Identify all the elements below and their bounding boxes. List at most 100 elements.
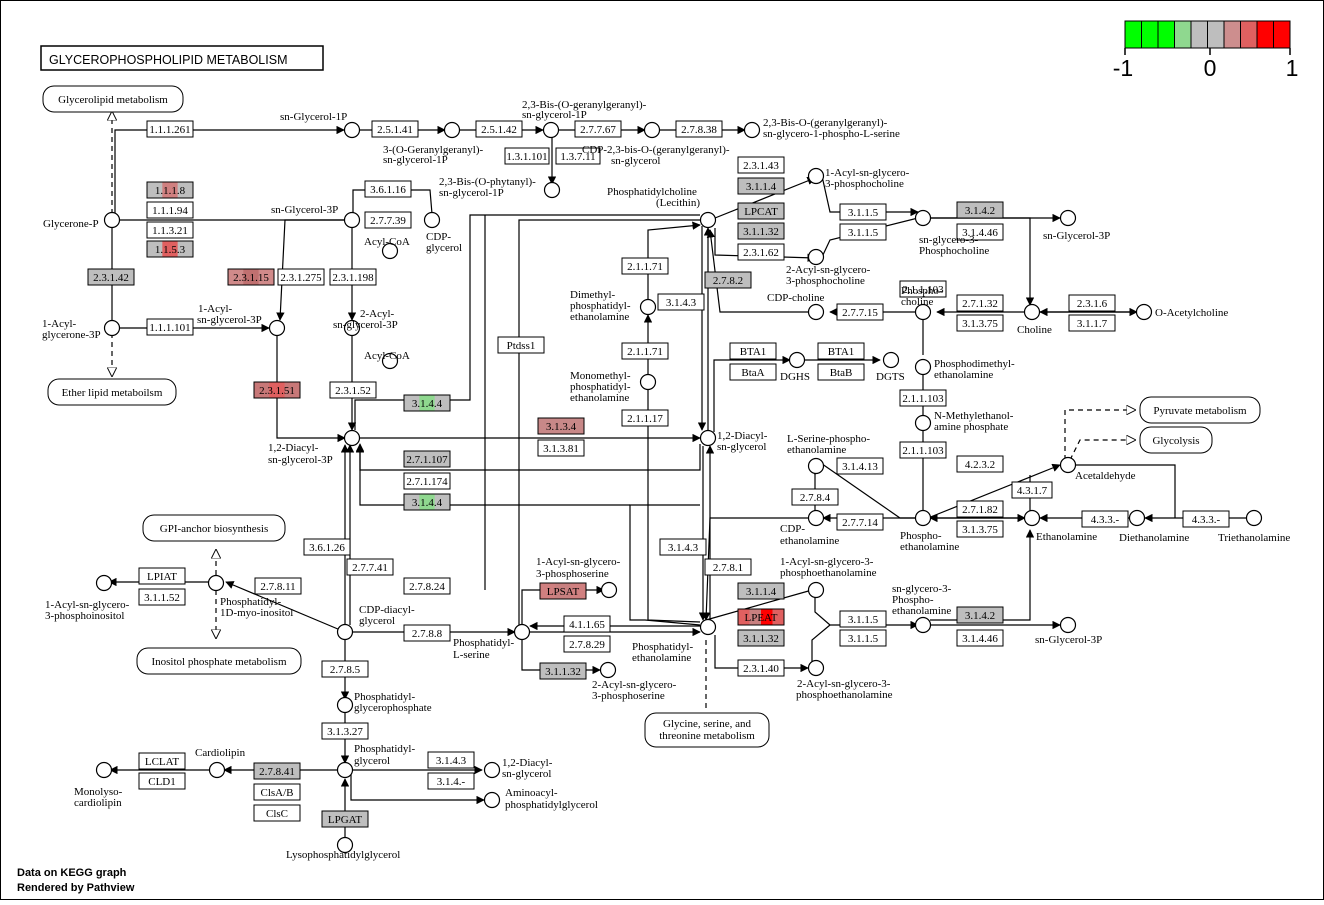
- enzyme-box[interactable]: 2.3.1.15: [227, 268, 275, 286]
- compound-node[interactable]: [343, 121, 361, 139]
- compound-node[interactable]: [103, 319, 121, 337]
- compound-node[interactable]: [1023, 509, 1041, 527]
- enzyme-box[interactable]: 4.3.1.7: [1011, 481, 1053, 499]
- enzyme-box[interactable]: 3.1.3.75: [956, 520, 1004, 538]
- enzyme-box[interactable]: 3.1.1.52: [138, 588, 186, 606]
- enzyme-box[interactable]: LPEAT: [737, 608, 785, 626]
- compound-node[interactable]: [1059, 616, 1077, 634]
- enzyme-box[interactable]: BTA1: [729, 342, 777, 360]
- enzyme-box[interactable]: 3.6.1.16: [364, 180, 412, 198]
- enzyme-box[interactable]: ClsA/B: [253, 783, 301, 801]
- enzyme-box[interactable]: 2.3.1.198: [329, 268, 377, 286]
- enzyme-box[interactable]: 4.3.3.-: [1182, 510, 1230, 528]
- enzyme-box[interactable]: 1.1.3.21: [146, 221, 194, 239]
- enzyme-box[interactable]: 2.3.1.42: [87, 268, 135, 286]
- compound-node[interactable]: [914, 358, 932, 376]
- enzyme-box[interactable]: 3.1.4.46: [956, 629, 1004, 647]
- enzyme-box[interactable]: 2.1.1.71: [621, 342, 669, 360]
- enzyme-box[interactable]: 2.5.1.41: [371, 120, 419, 138]
- pathway-link[interactable]: Glycolysis: [1139, 426, 1213, 454]
- enzyme-box[interactable]: 2.7.7.39: [364, 211, 412, 229]
- enzyme-box[interactable]: 2.7.1.174: [403, 472, 451, 490]
- enzyme-box[interactable]: LPCAT: [737, 202, 785, 220]
- compound-node[interactable]: [807, 659, 825, 677]
- enzyme-box[interactable]: 4.1.1.65: [563, 615, 611, 633]
- enzyme-box[interactable]: 2.3.1.6: [1068, 294, 1116, 312]
- compound-node[interactable]: [807, 303, 825, 321]
- compound-node[interactable]: [483, 791, 501, 809]
- enzyme-box[interactable]: 1.1.1.94: [146, 201, 194, 219]
- enzyme-box[interactable]: 2.7.1.107: [403, 450, 451, 468]
- compound-node[interactable]: [336, 696, 354, 714]
- enzyme-box[interactable]: 1.1.5.3: [146, 240, 194, 258]
- compound-node[interactable]: [1059, 209, 1077, 227]
- enzyme-box[interactable]: 2.3.1.40: [737, 659, 785, 677]
- enzyme-box[interactable]: 2.5.1.42: [475, 120, 523, 138]
- compound-node[interactable]: [381, 352, 399, 370]
- compound-node[interactable]: [600, 581, 618, 599]
- enzyme-box[interactable]: 3.1.4.4: [403, 394, 451, 412]
- enzyme-box[interactable]: 3.1.1.32: [737, 629, 785, 647]
- enzyme-box[interactable]: Ptdss1: [497, 336, 545, 354]
- enzyme-box[interactable]: 3.1.3.4: [537, 417, 585, 435]
- enzyme-box[interactable]: 3.1.4.3: [659, 538, 707, 556]
- enzyme-box[interactable]: LCLAT: [138, 752, 186, 770]
- enzyme-box[interactable]: 2.7.1.32: [956, 294, 1004, 312]
- pathway-link[interactable]: Ether lipid metaboilsm: [47, 378, 177, 406]
- enzyme-box[interactable]: BtaA: [729, 363, 777, 381]
- enzyme-box[interactable]: 3.1.4.2: [956, 201, 1004, 219]
- compound-node[interactable]: [807, 248, 825, 266]
- compound-node[interactable]: [336, 623, 354, 641]
- enzyme-box[interactable]: 3.1.1.5: [839, 223, 887, 241]
- compound-node[interactable]: [336, 836, 354, 854]
- enzyme-box[interactable]: 2.7.8.4: [791, 488, 839, 506]
- enzyme-box[interactable]: BtaB: [817, 363, 865, 381]
- compound-node[interactable]: [639, 298, 657, 316]
- enzyme-box[interactable]: 4.3.3.-: [1081, 510, 1129, 528]
- enzyme-box[interactable]: 2.7.1.82: [956, 500, 1004, 518]
- enzyme-box[interactable]: 2.1.1.103: [899, 441, 947, 459]
- compound-node[interactable]: [807, 509, 825, 527]
- compound-node[interactable]: [95, 574, 113, 592]
- enzyme-box[interactable]: 1.1.1.8: [146, 181, 194, 199]
- enzyme-box[interactable]: 3.1.1.5: [839, 203, 887, 221]
- enzyme-box[interactable]: 2.7.8.24: [403, 577, 451, 595]
- enzyme-box[interactable]: 2.7.7.15: [836, 303, 884, 321]
- compound-node[interactable]: [381, 242, 399, 260]
- enzyme-box[interactable]: 2.7.8.29: [563, 635, 611, 653]
- pathway-link[interactable]: GPI-anchor biosynthesis: [142, 514, 286, 542]
- enzyme-box[interactable]: 1.3.7.11: [555, 147, 601, 165]
- enzyme-box[interactable]: 2.7.7.14: [836, 513, 884, 531]
- compound-node[interactable]: [1135, 303, 1153, 321]
- enzyme-box[interactable]: 2.1.1.17: [621, 409, 669, 427]
- enzyme-box[interactable]: 3.1.4.-: [427, 772, 475, 790]
- enzyme-box[interactable]: 2.7.7.67: [574, 120, 622, 138]
- enzyme-box[interactable]: 3.1.3.27: [321, 722, 369, 740]
- compound-node[interactable]: [914, 303, 932, 321]
- compound-node[interactable]: [543, 181, 561, 199]
- compound-node[interactable]: [699, 618, 717, 636]
- compound-node[interactable]: [443, 121, 461, 139]
- enzyme-box[interactable]: 3.1.1.5: [839, 610, 887, 628]
- enzyme-box[interactable]: 3.1.4.4: [403, 493, 451, 511]
- enzyme-box[interactable]: 3.1.4.46: [956, 223, 1004, 241]
- enzyme-box[interactable]: 1.1.1.261: [146, 120, 194, 138]
- pathway-link[interactable]: Inositol phosphate metabolism: [136, 647, 302, 675]
- compound-node[interactable]: [699, 429, 717, 447]
- enzyme-box[interactable]: 3.1.4.3: [427, 751, 475, 769]
- enzyme-box[interactable]: 2.3.1.62: [737, 243, 785, 261]
- enzyme-box[interactable]: 2.3.1.51: [253, 381, 301, 399]
- compound-node[interactable]: [268, 319, 286, 337]
- enzyme-box[interactable]: LPIAT: [138, 567, 186, 585]
- compound-node[interactable]: [95, 761, 113, 779]
- enzyme-box[interactable]: 2.7.8.38: [675, 120, 723, 138]
- compound-node[interactable]: [914, 414, 932, 432]
- enzyme-box[interactable]: 2.7.8.11: [254, 577, 302, 595]
- enzyme-box[interactable]: 3.1.3.75: [956, 314, 1004, 332]
- compound-node[interactable]: [743, 121, 761, 139]
- enzyme-box[interactable]: CLD1: [138, 772, 186, 790]
- enzyme-box[interactable]: 2.1.1.103: [899, 389, 947, 407]
- enzyme-box[interactable]: 2.3.1.275: [277, 268, 325, 286]
- enzyme-box[interactable]: 3.1.1.4: [737, 177, 785, 195]
